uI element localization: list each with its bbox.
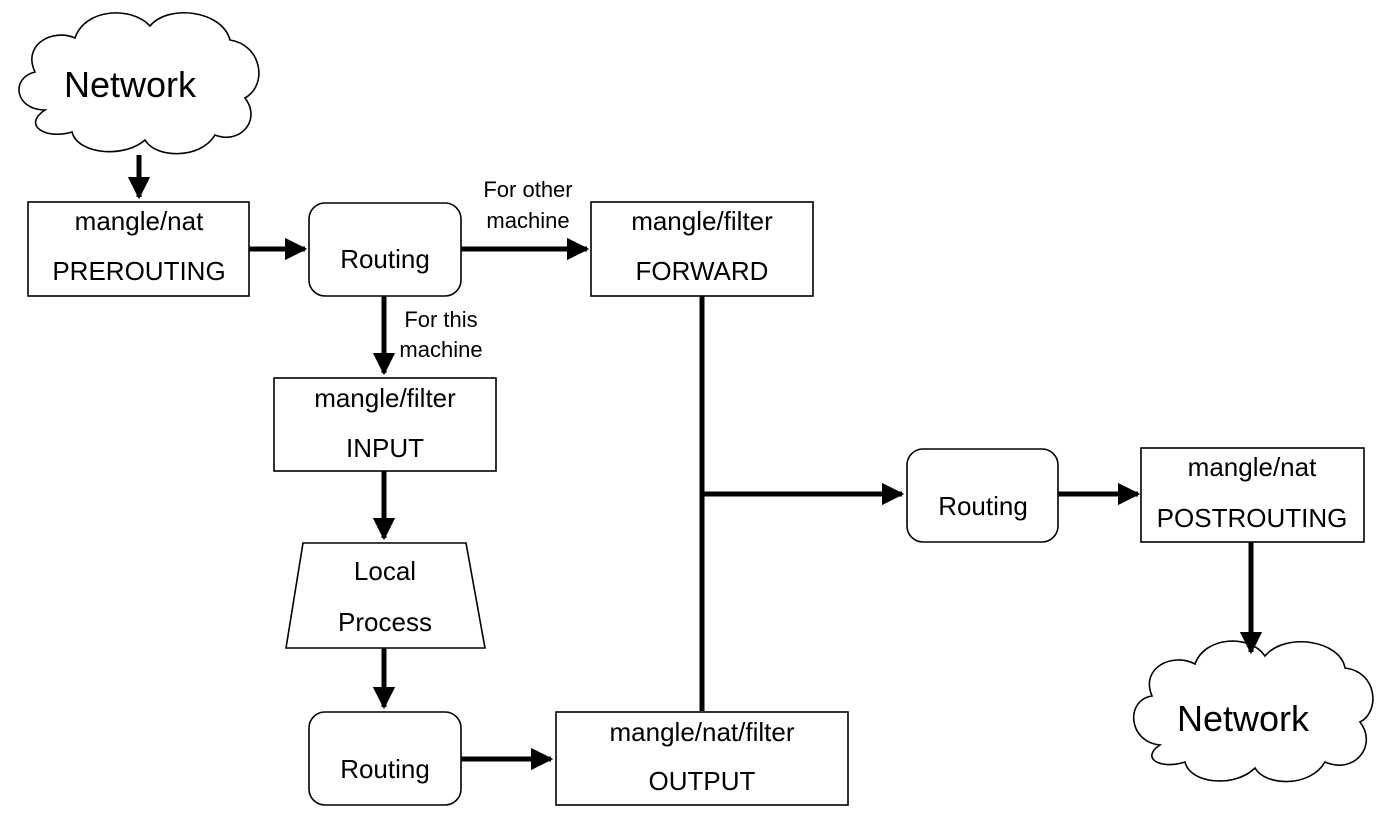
forward-tables: mangle/filter: [631, 206, 773, 236]
forward-chain: FORWARD: [636, 256, 769, 286]
routing-local-node: Routing: [308, 711, 462, 806]
edge-label-this-machine: For this machine: [399, 307, 482, 362]
routing-main-label: Routing: [340, 244, 430, 274]
edge-label-this-machine-line2: machine: [399, 337, 482, 362]
prerouting-chain: PREROUTING: [52, 256, 225, 286]
prerouting-tables: mangle/nat: [75, 206, 204, 236]
postrouting-chain: POSTROUTING: [1157, 503, 1348, 533]
routing-post-label: Routing: [938, 491, 1028, 521]
routing-post-node: Routing: [906, 448, 1059, 543]
routing-local-label: Routing: [340, 754, 430, 784]
input-chain: INPUT: [346, 433, 424, 463]
postrouting-tables: mangle/nat: [1188, 452, 1317, 482]
routing-main-node: Routing: [308, 202, 462, 297]
network-bottom-label: Network: [1177, 698, 1310, 739]
local-process-line1: Local: [354, 556, 416, 586]
output-chain: OUTPUT: [649, 766, 756, 796]
network-top-label: Network: [64, 64, 197, 105]
output-node: mangle/nat/filter OUTPUT: [555, 711, 849, 806]
local-process-node: Local Process: [285, 542, 486, 649]
local-process-line2: Process: [338, 607, 432, 637]
network-cloud-bottom: Network: [1132, 640, 1374, 783]
output-tables: mangle/nat/filter: [610, 717, 795, 747]
edge-label-other-machine-line2: machine: [486, 208, 569, 233]
edge-label-this-machine-line1: For this: [404, 307, 477, 332]
postrouting-node: mangle/nat POSTROUTING: [1140, 447, 1365, 543]
prerouting-node: mangle/nat PREROUTING: [27, 201, 250, 297]
forward-node: mangle/filter FORWARD: [590, 201, 814, 297]
edges: [127, 155, 1263, 771]
input-tables: mangle/filter: [314, 383, 456, 413]
edge-label-other-machine-line1: For other: [483, 177, 572, 202]
network-cloud-top: Network: [18, 12, 260, 155]
edge-label-other-machine: For other machine: [483, 177, 572, 233]
input-node: mangle/filter INPUT: [273, 377, 497, 472]
